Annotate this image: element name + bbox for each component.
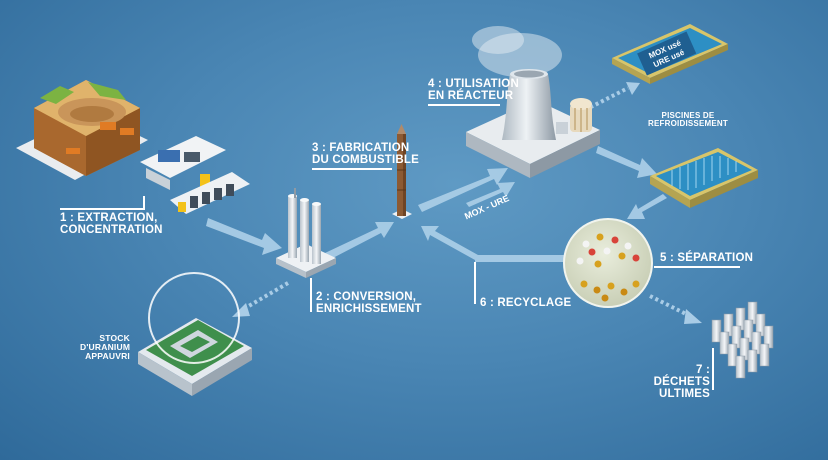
dashed-arrow-reactor-to-pool xyxy=(584,86,629,112)
label-step-3-line1: 3 : FABRICATION xyxy=(312,142,410,154)
label-pools-line1: PISCINES DE xyxy=(661,111,715,120)
label-stock-line2: D'URANIUM xyxy=(80,341,131,352)
reactor-plant xyxy=(466,26,600,178)
arrow-fabrication-to-reactor xyxy=(418,168,508,212)
arrow-recycling xyxy=(421,226,565,262)
label-stock-line3: APPAUVRI xyxy=(85,350,130,361)
cooling-pool-middle xyxy=(650,148,758,208)
label-connector-1 xyxy=(143,196,145,210)
fuel-assembly xyxy=(392,124,412,219)
cooling-pool-top: MOX usé URE usé xyxy=(612,24,728,84)
label-underline-5 xyxy=(654,266,740,268)
label-step-5-line1: 5 : SÉPARATION xyxy=(660,252,754,264)
label-connector-7 xyxy=(712,348,714,390)
label-underline-4 xyxy=(428,104,500,106)
flow-arrows xyxy=(206,82,702,324)
label-step-4-line2: EN RÉACTEUR xyxy=(428,90,514,103)
label-pools-line2: REFROIDISSEMENT xyxy=(648,119,728,129)
depleted-uranium-warehouse xyxy=(138,272,252,396)
conversion-plant xyxy=(276,188,336,278)
label-step-1-line2: CONCENTRATION xyxy=(60,224,163,237)
label-step-6-line1: 6 : RECYCLAGE xyxy=(480,297,572,309)
label-step-4-line1: 4 : UTILISATION xyxy=(428,78,519,90)
arrow-extraction-to-conversion xyxy=(206,218,282,255)
arrow-pool-to-separation xyxy=(627,194,667,219)
label-step-7-line1: 7 : DÉCHETS xyxy=(653,364,710,389)
label-step-reactor: 4 : UTILISATION EN RÉACTEUR xyxy=(428,78,519,102)
label-depleted-uranium-stock: STOCK D'URANIUM APPAUVRI xyxy=(80,334,130,361)
arrow-mox-ure xyxy=(466,182,515,207)
label-connector-2 xyxy=(310,278,312,312)
label-step-7-line2: ULTIMES xyxy=(658,388,710,401)
label-step-waste: 7 : DÉCHETS ULTIMES xyxy=(640,364,710,400)
label-step-1-line1: 1 : EXTRACTION, xyxy=(60,212,158,224)
label-step-separation: 5 : SÉPARATION xyxy=(660,252,753,264)
label-step-extraction: 1 : EXTRACTION, CONCENTRATION xyxy=(60,212,163,236)
label-underline-3 xyxy=(312,168,392,170)
arrow-conversion-to-fabrication xyxy=(325,222,394,260)
label-connector-6 xyxy=(474,262,476,304)
label-step-fabrication: 3 : FABRICATION DU COMBUSTIBLE xyxy=(312,142,419,166)
label-step-3-line2: DU COMBUSTIBLE xyxy=(312,154,419,167)
label-underline-1 xyxy=(60,208,144,210)
label-step-2-line2: ENRICHISSEMENT xyxy=(316,303,422,316)
arrow-reactor-to-pool xyxy=(596,146,657,178)
label-step-2-line1: 2 : CONVERSION, xyxy=(316,291,417,303)
dashed-arrow-separation-to-waste xyxy=(649,294,691,318)
label-stock-line1: STOCK xyxy=(99,333,130,343)
waste-containers xyxy=(711,301,774,379)
label-cooling-pools: PISCINES DE REFROIDISSEMENT xyxy=(640,111,736,129)
dashed-arrow-conversion-to-stock xyxy=(240,281,290,312)
mine-illustration xyxy=(16,80,250,214)
label-step-recycling: 6 : RECYCLAGE xyxy=(480,297,571,309)
separation-sphere xyxy=(563,218,653,308)
label-step-conversion: 2 : CONVERSION, ENRICHISSEMENT xyxy=(316,291,422,315)
